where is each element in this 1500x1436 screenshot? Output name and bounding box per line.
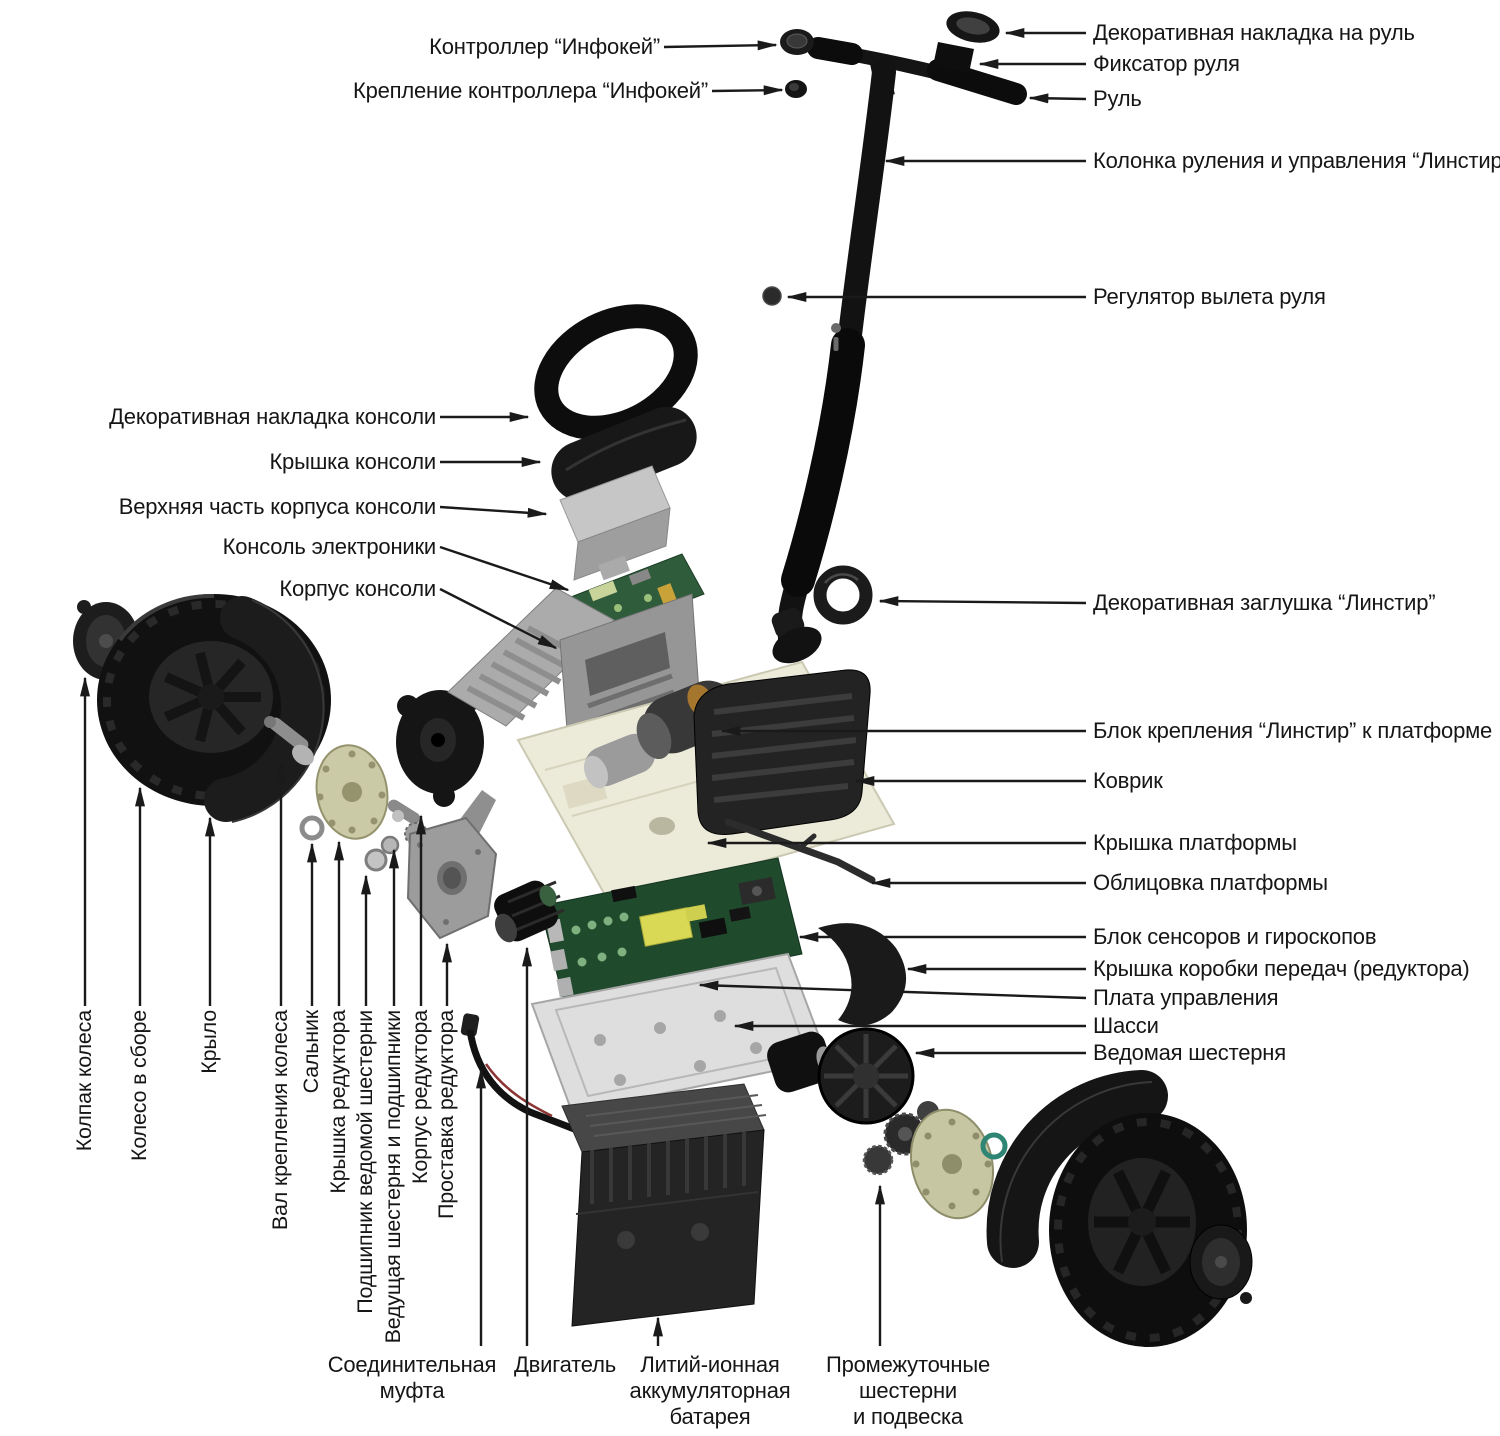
- label-reducer-cover: Крышка редуктора: [326, 1010, 350, 1194]
- label-control-board: Плата управления: [1093, 985, 1279, 1010]
- label-mat: Коврик: [1093, 768, 1163, 793]
- label-console-upper-housing: Верхняя часть корпуса консоли: [118, 494, 436, 519]
- label-coupling: Соединительная муфта: [327, 1352, 497, 1403]
- label-platform-cover: Крышка платформы: [1093, 830, 1297, 855]
- part-handlebar-trim: [946, 11, 1000, 43]
- label-handlebar: Руль: [1093, 86, 1142, 111]
- label-console-electronics: Консоль электроники: [222, 534, 437, 559]
- part-motor: [494, 880, 565, 943]
- part-reducer-cover: [315, 744, 389, 840]
- label-console-trim: Декоративная накладка консоли: [109, 404, 436, 429]
- label-wheel-assembly: Колесо в сборе: [127, 1010, 151, 1161]
- arrow-console-upper-housing: [439, 505, 548, 518]
- label-chassis: Шасси: [1093, 1013, 1159, 1038]
- arrow-infokey-controller: [663, 40, 778, 51]
- part-battery: [561, 1083, 767, 1327]
- label-sensor-gyro-block: Блок сенсоров и гироскопов: [1093, 924, 1377, 949]
- part-wheel-cap-right: [1189, 1224, 1253, 1304]
- part-fender-right: [986, 1070, 1168, 1268]
- label-driven-gear-bearing: Подшипник ведомой шестерни: [353, 1010, 377, 1314]
- part-sensor-gyro-block: [738, 876, 776, 906]
- label-handlebar-trim: Декоративная накладка на руль: [1093, 20, 1415, 45]
- arrow-linstir-plug: [878, 596, 1087, 607]
- part-mat: [693, 669, 871, 836]
- part-height-adjuster: [762, 286, 782, 306]
- part-handlebar: [807, 37, 1027, 105]
- part-reducer-housing: [396, 689, 484, 807]
- label-console-housing: Корпус консоли: [279, 576, 436, 601]
- part-steering-column: [771, 60, 896, 664]
- label-wheel-cap: Колпак колеса: [72, 1010, 96, 1152]
- arrow-handlebar: [1028, 93, 1087, 104]
- label-wheel-shaft: Вал крепления колеса: [268, 1010, 292, 1231]
- label-drive-gear-bearings: Ведущая шестерня и подшипники: [381, 1010, 405, 1344]
- label-handlebar-lock: Фиксатор руля: [1093, 51, 1240, 76]
- part-gearbox-cover: [818, 923, 907, 1026]
- part-fender-left: [204, 596, 325, 823]
- part-wheel-shaft: [264, 716, 314, 766]
- label-infokey-mount: Крепление контроллера “Инфокей”: [352, 78, 708, 103]
- part-infokey-controller: [780, 29, 814, 55]
- part-seal: [299, 815, 325, 841]
- label-linstir-plug: Декоративная заглушка “Линстир”: [1093, 590, 1436, 615]
- label-console-cover: Крышка консоли: [269, 449, 436, 474]
- leader-arrows: [80, 28, 1087, 1346]
- part-wheel-right: [1049, 1113, 1247, 1347]
- part-intermediate-gears: [862, 1101, 1042, 1220]
- label-platform-facing: Облицовка платформы: [1093, 870, 1328, 895]
- arrow-console-housing: [439, 587, 558, 650]
- part-console-upper-housing: [559, 465, 671, 581]
- part-driven-gear: [767, 1027, 915, 1125]
- label-seal: Сальник: [299, 1010, 323, 1094]
- arrow-infokey-mount: [711, 85, 784, 96]
- arrow-control-board: [698, 980, 1087, 1000]
- label-steering-column: Колонка руления и управления “Линстир”: [1093, 148, 1500, 173]
- label-battery: Литий-ионная аккумуляторная батарея: [629, 1352, 791, 1429]
- part-linstir-plug: [813, 565, 873, 625]
- label-intermediate-gears: Промежуточные шестерни и подвеска: [825, 1352, 990, 1429]
- part-handlebar-lock: [933, 42, 974, 73]
- label-fender: Крыло: [197, 1010, 221, 1074]
- arrow-console-electronics: [439, 545, 570, 592]
- label-linstir-mount-block: Блок крепления “Линстир” к платформе: [1093, 718, 1493, 743]
- label-reducer-spacer: Проставка редуктора: [434, 1010, 458, 1219]
- label-motor: Двигатель: [513, 1352, 616, 1377]
- label-reducer-housing: Корпус редуктора: [408, 1010, 432, 1184]
- label-height-adjuster: Регулятор вылета руля: [1093, 284, 1326, 309]
- label-infokey-controller: Контроллер “Инфокей”: [429, 34, 660, 59]
- part-console-cover: [551, 406, 697, 502]
- label-driven-gear: Ведомая шестерня: [1093, 1040, 1286, 1065]
- label-gearbox-cover: Крышка коробки передач (редуктора): [1093, 956, 1470, 981]
- part-infokey-mount: [785, 80, 807, 98]
